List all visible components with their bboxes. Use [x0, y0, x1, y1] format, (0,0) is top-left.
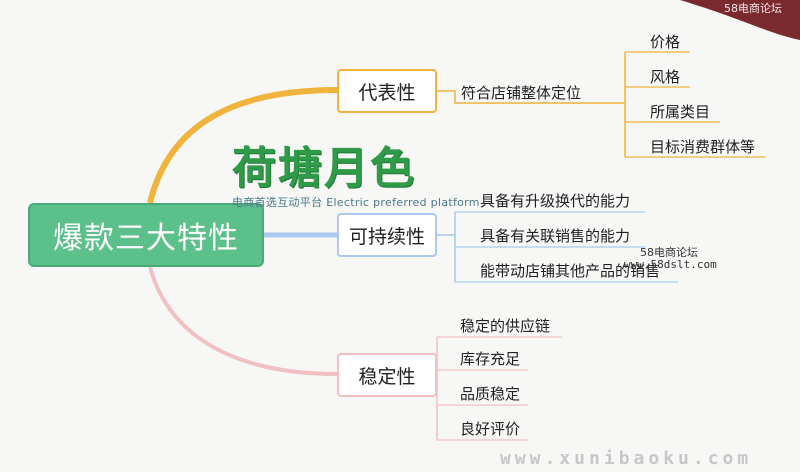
- branch-representative: 代表性: [337, 69, 437, 113]
- brand-logo: 荷塘月色 电商首选互动平台 Electric preferred platfor…: [232, 144, 480, 210]
- sub-leaf-style: 风格: [650, 68, 681, 86]
- leaf-related-sales: 具备有关联销售的能力: [480, 227, 631, 245]
- leaf-stable-quality: 品质稳定: [460, 385, 521, 403]
- branch-sustainable: 可持续性: [337, 213, 437, 257]
- link-b2-leaves: [437, 212, 456, 282]
- link-root-stable: [148, 266, 338, 376]
- site-watermark-bottom: www.xunibaoku.com: [500, 448, 753, 469]
- sub-leaf-price: 价格: [650, 33, 681, 51]
- site-watermark-small: www.58dslt.com: [624, 258, 717, 271]
- branch-stable: 稳定性: [337, 353, 437, 397]
- corner-watermark-text: 58电商论坛: [724, 2, 782, 15]
- logo-subtitle: 电商首选互动平台 Electric preferred platform: [232, 196, 480, 209]
- sub-leaf-category: 所属类目: [650, 103, 711, 121]
- root-node: 爆款三大特性: [28, 203, 264, 267]
- logo-title: 荷塘月色: [232, 143, 416, 194]
- link-root-representative: [147, 87, 338, 204]
- sub-leaf-target-audience: 目标消费群体等: [650, 138, 756, 156]
- link-b1-leaf: [437, 90, 610, 104]
- forum-watermark: 58电商论坛: [640, 246, 698, 259]
- leaf-stable-supply: 稳定的供应链: [460, 317, 551, 335]
- leaf-upgrade-ability: 具备有升级换代的能力: [480, 192, 631, 210]
- leaf-drive-other-sales: 能带动店铺其他产品的销售: [480, 262, 661, 280]
- link-b1-sub: [610, 52, 626, 157]
- leaf-brand-positioning: 符合店铺整体定位: [461, 84, 582, 102]
- leaf-good-reviews: 良好评价: [460, 420, 521, 438]
- leaf-sufficient-stock: 库存充足: [460, 350, 521, 368]
- corner-banner: 58电商论坛: [680, 0, 800, 40]
